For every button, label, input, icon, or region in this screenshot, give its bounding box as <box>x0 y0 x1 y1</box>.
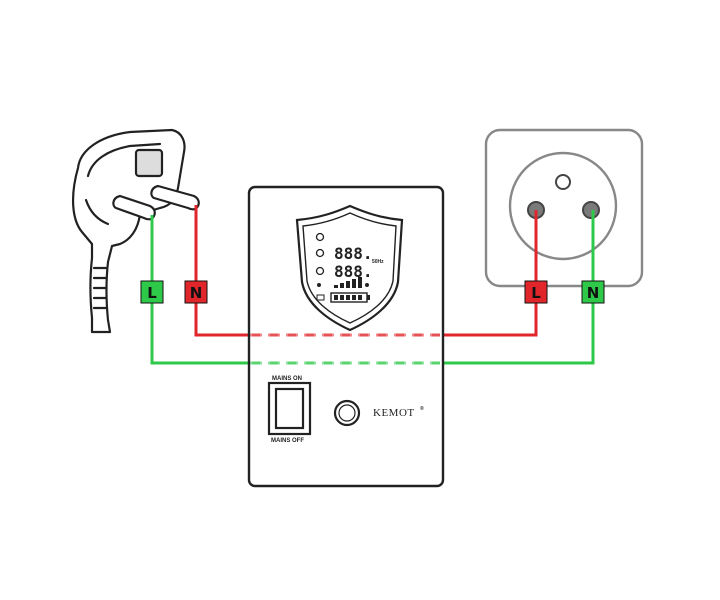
brand-logo: KEMOT <box>373 407 415 419</box>
mains-off-label: MAINS OFF <box>271 438 304 444</box>
wall-outlet <box>484 128 644 288</box>
power-icon <box>315 232 325 242</box>
live-wire-input <box>194 205 250 337</box>
svg-text:N: N <box>587 284 600 302</box>
outlet-earth-pin <box>555 174 571 190</box>
plug-l-label: L <box>140 280 164 304</box>
reset-button[interactable] <box>333 399 361 427</box>
outlet-hole-n <box>582 201 600 219</box>
switch-rocker[interactable] <box>274 387 305 430</box>
socket-l-label: L <box>524 280 548 304</box>
mains-on-label: MAINS ON <box>272 376 302 382</box>
input-icon <box>315 248 325 258</box>
battery-icon <box>316 294 325 301</box>
svg-text:L: L <box>531 284 541 302</box>
outlet-socket-ring <box>508 151 618 261</box>
load-icon-right <box>365 283 369 287</box>
voltage-regulator: 888. 888. 50Hz <box>247 185 445 488</box>
schuko-plug <box>71 128 200 334</box>
svg-text:N: N <box>190 284 203 302</box>
display-frequency-unit: 50Hz <box>372 259 384 265</box>
svg-text:L: L <box>147 284 157 302</box>
mains-switch[interactable]: MAINS ON MAINS OFF <box>267 376 312 444</box>
display-shield: 888. 888. 50Hz <box>295 204 404 332</box>
display-digits-top: 888. <box>334 244 373 263</box>
plug-n-label: N <box>184 280 208 304</box>
display-digits-bottom: 888. <box>334 262 373 281</box>
output-icon <box>315 266 325 276</box>
load-level-bars <box>334 277 362 288</box>
level-meter-fill <box>334 295 362 300</box>
brand-trademark: ® <box>420 405 424 412</box>
socket-n-label: N <box>581 280 605 304</box>
neutral-wire-output <box>442 210 595 365</box>
load-icon-left <box>317 283 321 287</box>
neutral-wire-input <box>150 215 250 365</box>
device-case <box>247 185 445 488</box>
live-wire-output <box>442 210 538 337</box>
outlet-plate <box>484 128 644 288</box>
